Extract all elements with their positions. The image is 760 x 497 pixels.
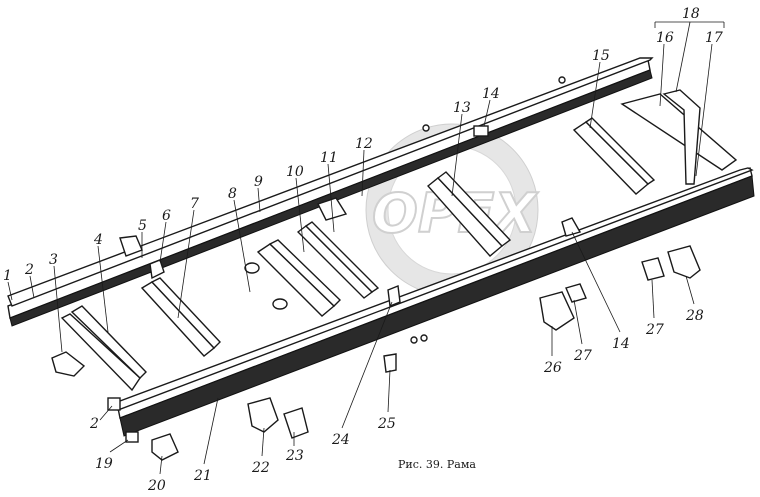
callout-15: 15	[592, 48, 610, 64]
clip-14-lower	[561, 217, 582, 237]
callout-22: 22	[251, 460, 270, 476]
callout-16: 16	[656, 30, 674, 46]
callout-21: 21	[193, 468, 212, 484]
callout-8: 8	[228, 186, 237, 202]
callout-14-upper: 14	[482, 86, 500, 102]
callout-2-lower: 2	[89, 416, 99, 432]
callout-23: 23	[285, 448, 304, 464]
bracket-19	[125, 431, 139, 443]
callout-10: 10	[286, 164, 304, 180]
callout-1: 1	[3, 268, 12, 284]
callout-17: 17	[705, 30, 723, 46]
rear-cross-member-16-17	[620, 89, 738, 185]
callout-11: 11	[320, 150, 338, 166]
cross-member-7	[140, 277, 221, 357]
bracket-28	[667, 245, 701, 279]
callout-2-upper: 2	[24, 262, 34, 278]
callout-5: 5	[138, 218, 147, 234]
callout-20: 20	[147, 478, 166, 494]
callout-14-lower: 14	[612, 336, 630, 352]
rear-side-rail	[7, 57, 654, 327]
bracket-27-a	[565, 283, 587, 303]
cross-member-11	[296, 221, 380, 299]
bolts-small	[410, 76, 566, 344]
callout-19: 19	[95, 456, 113, 472]
callout-18: 18	[682, 6, 700, 22]
bracket-25	[383, 353, 397, 373]
callout-3: 3	[49, 252, 58, 268]
callout-27-b: 27	[645, 322, 664, 338]
callout-25: 25	[377, 416, 396, 432]
callout-24: 24	[331, 432, 350, 448]
bracket-3	[51, 351, 86, 377]
bracket-23	[283, 407, 309, 439]
callout-28: 28	[685, 308, 704, 324]
callout-labels: 1 2 3 4 5 6 7 8 9 10 11 12 13 14 15 16 1…	[3, 6, 723, 494]
bracket-20	[151, 433, 179, 461]
bracket-27-b	[641, 257, 665, 281]
cross-member-4	[60, 305, 147, 392]
cross-member-10	[256, 239, 341, 317]
bolt-8	[244, 262, 288, 310]
cross-member-13	[426, 171, 512, 257]
bracket-22	[247, 397, 279, 433]
callout-13: 13	[453, 100, 471, 116]
callout-27-a: 27	[573, 348, 592, 364]
cross-member-15	[572, 117, 656, 195]
callout-6: 6	[162, 208, 171, 224]
clip-14-upper	[473, 125, 489, 137]
callout-4: 4	[93, 232, 103, 248]
callout-26: 26	[543, 360, 562, 376]
callout-9: 9	[254, 174, 263, 190]
bracket-24	[387, 285, 401, 307]
callout-12: 12	[355, 136, 373, 152]
front-side-rail	[110, 167, 755, 437]
leader-lines	[7, 21, 725, 475]
figure-caption: Рис. 39. Рама	[398, 458, 476, 471]
callout-7: 7	[190, 196, 199, 212]
bracket-26	[539, 291, 575, 331]
bracket-6	[149, 259, 165, 280]
